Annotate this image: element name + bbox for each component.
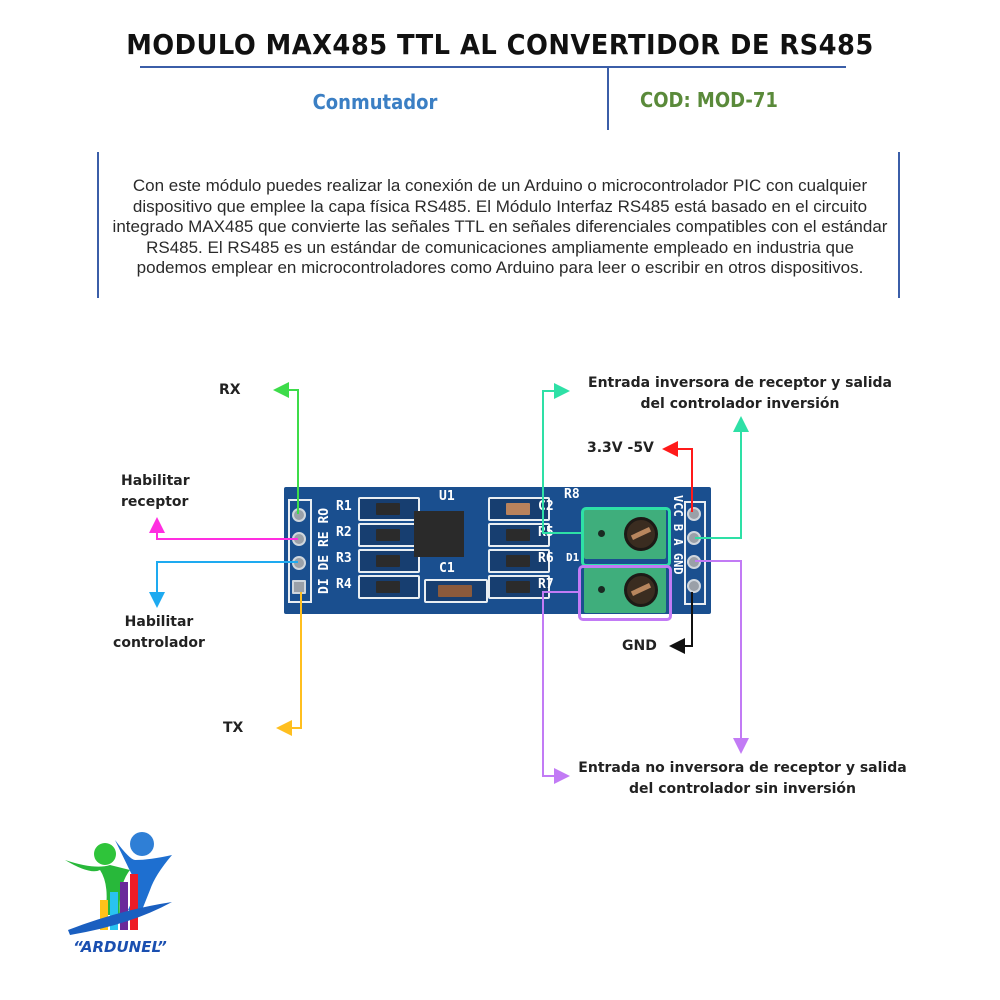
silk-r8: R8 [564,487,580,502]
category-label: Conmutador [312,90,438,114]
logo-text: “ARDUNEL” [73,938,167,956]
silk-r2: R2 [336,525,352,540]
silk-gnd: GND [671,552,685,575]
capacitor-c1 [424,579,488,603]
resistor-r6 [488,549,550,573]
silk-a: A [671,538,685,546]
pin-gnd [687,579,701,593]
label-rx: RX [219,382,241,398]
resistor-r2 [358,523,420,547]
label-inverting: Entrada inversora de receptor y salida d… [580,373,900,415]
terminal-a [584,567,666,613]
label-vcc: 3.3V -5V [587,440,654,456]
max485-chip [414,511,464,557]
resistor-r7 [488,575,550,599]
ardunel-logo: “ARDUNEL” [60,830,180,960]
label-non-inverting-line1: Entrada no inversora de receptor y salid… [578,760,907,776]
label-enable-receiver-line2: receptor [121,494,189,510]
header-divider [140,66,846,68]
silk-vcc: VCC [671,495,685,517]
label-inverting-line2: del controlador inversión [640,396,840,412]
header-vertical-divider [607,68,609,130]
label-tx: TX [223,720,244,736]
label-enable-receiver-line1: Habilitar [121,473,190,489]
terminal-a-highlight [578,565,672,621]
resistor-r1 [358,497,420,521]
label-non-inverting-line2: del controlador sin inversión [629,781,856,797]
silk-r6: R6 [538,551,554,566]
silk-d1: D1 [566,551,580,564]
description-right-bar [898,152,900,298]
resistor-r4 [358,575,420,599]
silk-r7: R7 [538,577,554,592]
pin-vcc [687,507,701,521]
description-left-bar [97,152,99,298]
label-inverting-line1: Entrada inversora de receptor y salida [588,375,892,391]
description-text: Con este módulo puedes realizar la conex… [112,176,888,277]
label-gnd: GND [622,638,657,654]
terminal-b [584,509,666,559]
screw-a [624,573,658,607]
terminal-hole [598,530,605,537]
label-non-inverting: Entrada no inversora de receptor y salid… [570,758,915,800]
resistor-r3 [358,549,420,573]
silk-r1: R1 [336,499,352,514]
terminal-hole [598,586,605,593]
capacitor-c2 [488,497,550,521]
resistor-r5 [488,523,550,547]
label-enable-receiver: Habilitar receptor [121,471,190,513]
silk-r4: R4 [336,577,352,592]
label-enable-driver: Habilitar controlador [109,612,209,654]
pin-di [292,580,306,594]
label-enable-driver-line2: controlador [113,635,205,651]
silk-r3: R3 [336,551,352,566]
right-header-outline [684,501,706,605]
screw-b [624,517,658,551]
logo-figures-icon [65,832,172,935]
silk-u1: U1 [439,489,455,504]
silk-c2: C2 [538,499,554,514]
silk-b: B [671,523,685,532]
page-title: MODULO MAX485 TTL AL CONVERTIDOR DE RS48… [126,28,874,61]
silk-c1: C1 [439,561,455,576]
label-enable-driver-line1: Habilitar [124,614,194,630]
product-code: COD: MOD-71 [640,88,778,112]
